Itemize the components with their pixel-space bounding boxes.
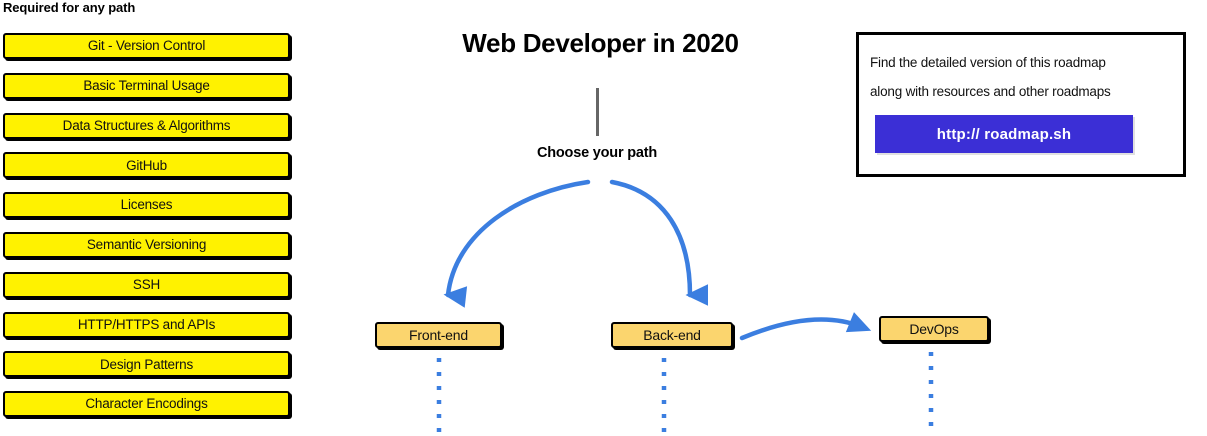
path-node-label: DevOps — [909, 321, 959, 337]
required-skill-item[interactable]: Git - Version Control — [3, 33, 290, 59]
page-title-text: Web Developer in 2020 — [462, 28, 739, 58]
required-skill-label: Basic Terminal Usage — [83, 78, 210, 94]
info-card: Find the detailed version of this roadma… — [856, 32, 1186, 177]
required-skill-label: HTTP/HTTPS and APIs — [77, 316, 216, 332]
path-node-label: Front-end — [409, 327, 468, 343]
required-skill-label: Character Encodings — [85, 396, 208, 412]
info-card-line-2: along with resources and other roadmaps — [870, 84, 1111, 99]
arrow-to-backend — [609, 179, 709, 306]
trunk-connector-line — [596, 88, 599, 136]
required-skill-label: Semantic Versioning — [86, 237, 207, 253]
required-skill-label: Data Structures & Algorithms — [62, 117, 231, 133]
path-node-backend[interactable]: Back-end — [611, 322, 733, 348]
required-skill-label: GitHub — [126, 157, 167, 173]
required-skill-item[interactable]: SSH — [3, 271, 290, 298]
required-skills-heading: Required for any path — [3, 0, 136, 15]
required-skill-item[interactable]: Character Encodings — [3, 391, 290, 418]
required-skill-item[interactable]: Data Structures & Algorithms — [3, 112, 290, 139]
path-node-frontend[interactable]: Front-end — [375, 322, 502, 348]
roadmap-url-button[interactable]: http:// roadmap.sh — [875, 115, 1133, 153]
required-skill-label: Design Patterns — [99, 356, 194, 372]
required-skill-label: SSH — [132, 277, 161, 293]
required-skill-label: Git - Version Control — [87, 38, 206, 54]
required-skills-section: Required for any path Git - Version Cont… — [0, 0, 300, 436]
path-node-devops[interactable]: DevOps — [879, 316, 989, 342]
arrow-backend-to-devops — [739, 312, 872, 341]
required-skill-label: Licenses — [120, 197, 173, 213]
roadmap-url-label: http:// roadmap.sh — [936, 125, 1072, 143]
required-skill-item[interactable]: Basic Terminal Usage — [3, 72, 290, 99]
path-node-label: Back-end — [643, 327, 701, 343]
info-card-line-1: Find the detailed version of this roadma… — [870, 55, 1106, 70]
arrow-to-frontend — [443, 179, 591, 308]
required-skill-item[interactable]: HTTP/HTTPS and APIs — [3, 311, 290, 338]
required-skill-item[interactable]: Licenses — [3, 192, 290, 219]
required-skill-item[interactable]: Semantic Versioning — [3, 231, 290, 258]
required-skills-list: Git - Version Control Basic Terminal Usa… — [3, 33, 290, 431]
choose-path-label: Choose your path — [536, 145, 658, 161]
required-skill-item[interactable]: Design Patterns — [3, 351, 290, 378]
required-skill-item[interactable]: GitHub — [3, 152, 290, 179]
